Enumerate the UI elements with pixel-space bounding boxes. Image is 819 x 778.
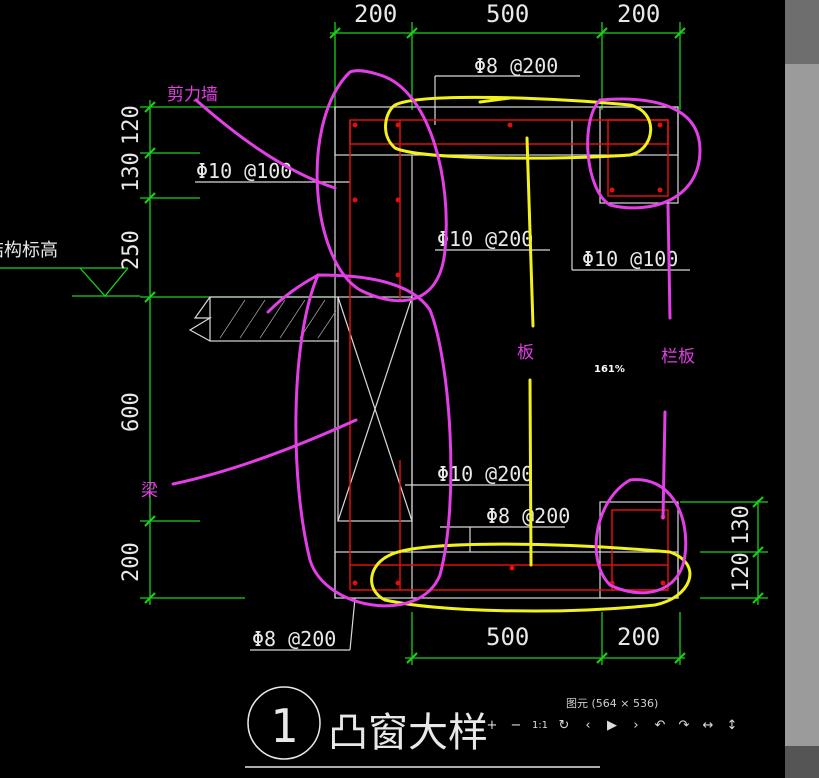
slab-hatch: [219, 299, 337, 339]
dim-left-4: 600: [119, 392, 144, 432]
dim-left-5: 200: [119, 542, 144, 582]
dim-right-1: 130: [729, 505, 754, 545]
dimension-text: 200 500 200 500 200: [354, 0, 660, 651]
cad-drawing: 200 500 200 500 200 120 130 250 600 200 …: [0, 0, 768, 768]
prev-icon[interactable]: ‹: [585, 718, 591, 733]
rebar-text: Φ8 @200 Φ10 @100 Φ10 @200 Φ10 @100 Φ10 @…: [0, 54, 678, 651]
dim-left-1: 120: [119, 105, 144, 145]
dimension-text-vertical: 120 130 250 600 200 130 120: [119, 105, 754, 592]
rotate-left-icon[interactable]: ↶: [654, 718, 666, 733]
annotation-slab: 板: [517, 343, 534, 363]
dim-left-3: 250: [119, 230, 144, 270]
image-info: 图元 (564 × 536): [566, 697, 659, 710]
zoom-out-button[interactable]: −: [510, 718, 522, 733]
scrollbar-track-bottom[interactable]: [785, 746, 819, 778]
rebar-label-7: Φ8 @200: [252, 627, 336, 651]
actual-size-button[interactable]: 1:1: [531, 720, 549, 731]
rebar-label-6: Φ8 @200: [486, 504, 570, 528]
rebar-label-5: Φ10 @200: [437, 462, 533, 486]
dim-top-3: 200: [617, 0, 660, 28]
dimension-lines: [0, 22, 768, 665]
scrollbar-thumb[interactable]: [785, 64, 819, 746]
rebar: [349, 119, 669, 591]
dimension-ticks: [144, 27, 764, 664]
rebar-label-4: Φ10 @100: [582, 247, 678, 271]
detail-title: 1 凸窗大样: [245, 686, 600, 768]
elevation-label: 结构标高: [0, 240, 58, 261]
dim-top-1: 200: [354, 0, 397, 28]
dim-top-2: 500: [486, 0, 529, 28]
annotation-railing-panel: 栏板: [661, 347, 695, 367]
detail-title-text: 凸窗大样: [328, 710, 488, 756]
side-scrollbar[interactable]: [785, 0, 819, 778]
next-icon[interactable]: ›: [633, 718, 639, 733]
annotation-beam: 梁: [141, 481, 158, 501]
viewer-toolbar: + − 1:1 ↻ ‹ ▶ › ↶ ↷ ↔ ↕: [480, 716, 744, 736]
rotate-right-icon[interactable]: ↷: [678, 718, 690, 733]
yellow-markup: [370, 95, 692, 613]
image-viewer[interactable]: 200 500 200 500 200 120 130 250 600 200 …: [0, 0, 785, 778]
dim-left-2: 130: [119, 152, 144, 192]
zoom-in-button[interactable]: +: [486, 718, 498, 733]
rebar-label-1: Φ8 @200: [474, 54, 558, 78]
rotate-icon[interactable]: ↻: [558, 718, 570, 733]
fit-height-icon[interactable]: ↕: [726, 718, 738, 733]
rebar-label-2: Φ10 @100: [196, 159, 292, 183]
zoom-indicator: 161%: [594, 364, 625, 375]
magenta-markup: [171, 69, 702, 608]
dim-right-2: 120: [729, 552, 754, 592]
annotation-shear-wall: 剪力墙: [167, 85, 218, 105]
rebar-label-3: Φ10 @200: [437, 227, 533, 251]
scrollbar-track-top[interactable]: [785, 0, 819, 64]
fit-width-icon[interactable]: ↔: [702, 718, 714, 733]
dim-bottom-2: 200: [617, 623, 660, 651]
play-icon[interactable]: ▶: [607, 718, 617, 733]
dim-bottom-1: 500: [486, 623, 529, 651]
detail-circle: [247, 686, 321, 760]
detail-number: 1: [270, 699, 298, 753]
